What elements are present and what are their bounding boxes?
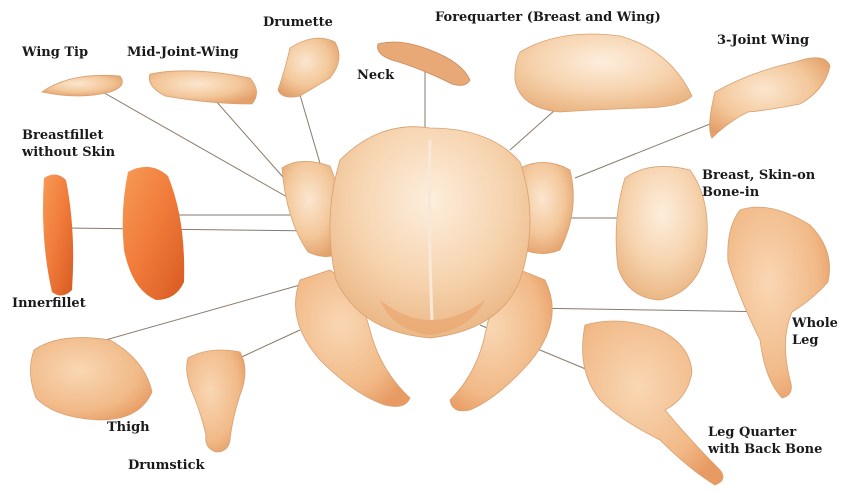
thigh-piece bbox=[30, 338, 152, 420]
leg-quarter-piece bbox=[583, 321, 724, 485]
forequarter-piece bbox=[515, 34, 692, 112]
leader-mid-joint-wing bbox=[215, 100, 290, 185]
label-whole-leg-line1: Whole bbox=[792, 316, 838, 332]
label-breast-skin-line2: Bone-in bbox=[702, 185, 759, 201]
label-leg-quarter-line2: with Back Bone bbox=[708, 442, 822, 458]
label-thigh: Thigh bbox=[107, 420, 150, 436]
leader-forequarter bbox=[510, 110, 555, 150]
label-neck: Neck bbox=[357, 68, 394, 84]
wing-tip-piece bbox=[42, 75, 122, 96]
drumette-piece bbox=[278, 38, 339, 97]
label-drumstick: Drumstick bbox=[128, 458, 205, 474]
breast-skin-on-piece bbox=[616, 166, 707, 300]
three-joint-wing-piece bbox=[710, 58, 830, 138]
label-leg-quarter-line1: Leg Quarter bbox=[708, 425, 796, 441]
label-breast-skin-line1: Breast, Skin-on bbox=[702, 168, 815, 184]
label-innerfillet: Innerfillet bbox=[12, 296, 86, 312]
leader-drumette bbox=[300, 95, 322, 170]
label-whole-leg-line2: Leg bbox=[792, 333, 819, 349]
breastfillet-right bbox=[123, 167, 185, 300]
drumstick-piece bbox=[187, 350, 245, 452]
whole-leg-piece bbox=[728, 207, 830, 398]
leader-whole-leg bbox=[525, 308, 780, 312]
label-drumette: Drumette bbox=[263, 15, 333, 31]
label-breastfillet-line1: Breastfillet bbox=[22, 128, 103, 144]
label-breastfillet-line2: without Skin bbox=[22, 145, 115, 161]
label-3-joint-wing: 3-Joint Wing bbox=[717, 33, 809, 49]
mid-joint-wing-piece bbox=[149, 71, 256, 104]
label-forequarter: Forequarter (Breast and Wing) bbox=[435, 10, 661, 26]
leader-drumstick bbox=[235, 330, 300, 360]
label-wing-tip: Wing Tip bbox=[22, 45, 88, 61]
leader-wing-tip bbox=[85, 82, 310, 210]
label-mid-joint-wing: Mid-Joint-Wing bbox=[127, 45, 239, 61]
breastfillet-left bbox=[43, 174, 73, 295]
whole-chicken bbox=[282, 127, 573, 411]
